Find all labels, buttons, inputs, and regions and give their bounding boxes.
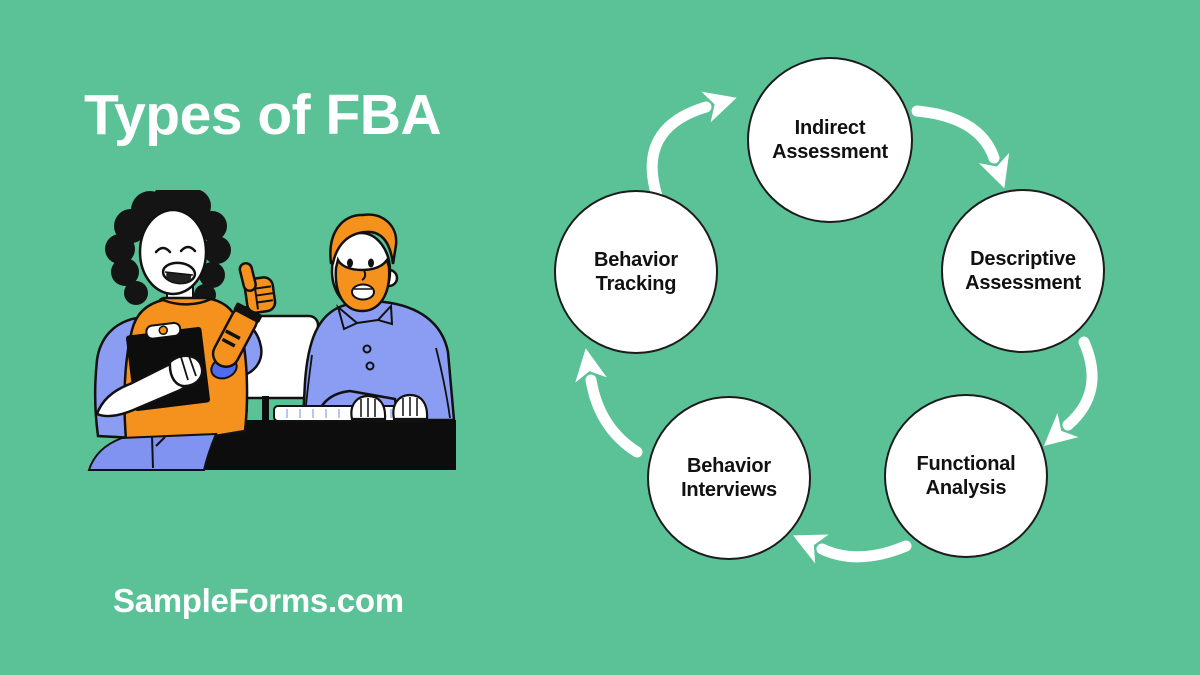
node-label-line: Assessment — [772, 141, 888, 163]
desk — [196, 420, 456, 470]
node-behavior-interviews: Behavior Interviews — [647, 396, 811, 560]
man-hair — [329, 213, 398, 265]
node-descriptive-assessment: Descriptive Assessment — [941, 189, 1105, 353]
node-functional-analysis: Functional Analysis — [884, 394, 1048, 558]
woman-mouth — [161, 261, 197, 285]
page-title: Types of FBA — [84, 83, 442, 147]
node-label-line: Assessment — [965, 272, 1081, 294]
arrow-tracking-to-indirect — [646, 91, 737, 202]
watermark: SampleForms.com — [113, 582, 404, 619]
node-label-line: Indirect — [794, 117, 866, 139]
arrow-interviews-to-tracking — [575, 348, 643, 458]
node-label-line: Behavior — [594, 249, 678, 271]
man-illustration — [301, 213, 456, 422]
arrow-descriptive-to-functional — [1043, 336, 1098, 446]
node-indirect-assessment: Indirect Assessment — [747, 57, 913, 223]
node-label-line: Descriptive — [970, 248, 1076, 270]
node-label-line: Tracking — [595, 273, 677, 295]
arrow-functional-to-interviews — [793, 534, 912, 564]
node-label-line: Analysis — [925, 477, 1007, 499]
two-colleagues-at-computer-illustration — [87, 190, 456, 471]
node-label-line: Functional — [916, 453, 1016, 475]
node-label-line: Behavior — [687, 455, 771, 477]
man-hands — [350, 393, 429, 421]
node-label-line: Interviews — [681, 479, 777, 501]
node-behavior-tracking: Behavior Tracking — [554, 190, 718, 354]
arrow-indirect-to-descriptive — [911, 105, 1010, 189]
woman-illustration — [87, 190, 277, 471]
